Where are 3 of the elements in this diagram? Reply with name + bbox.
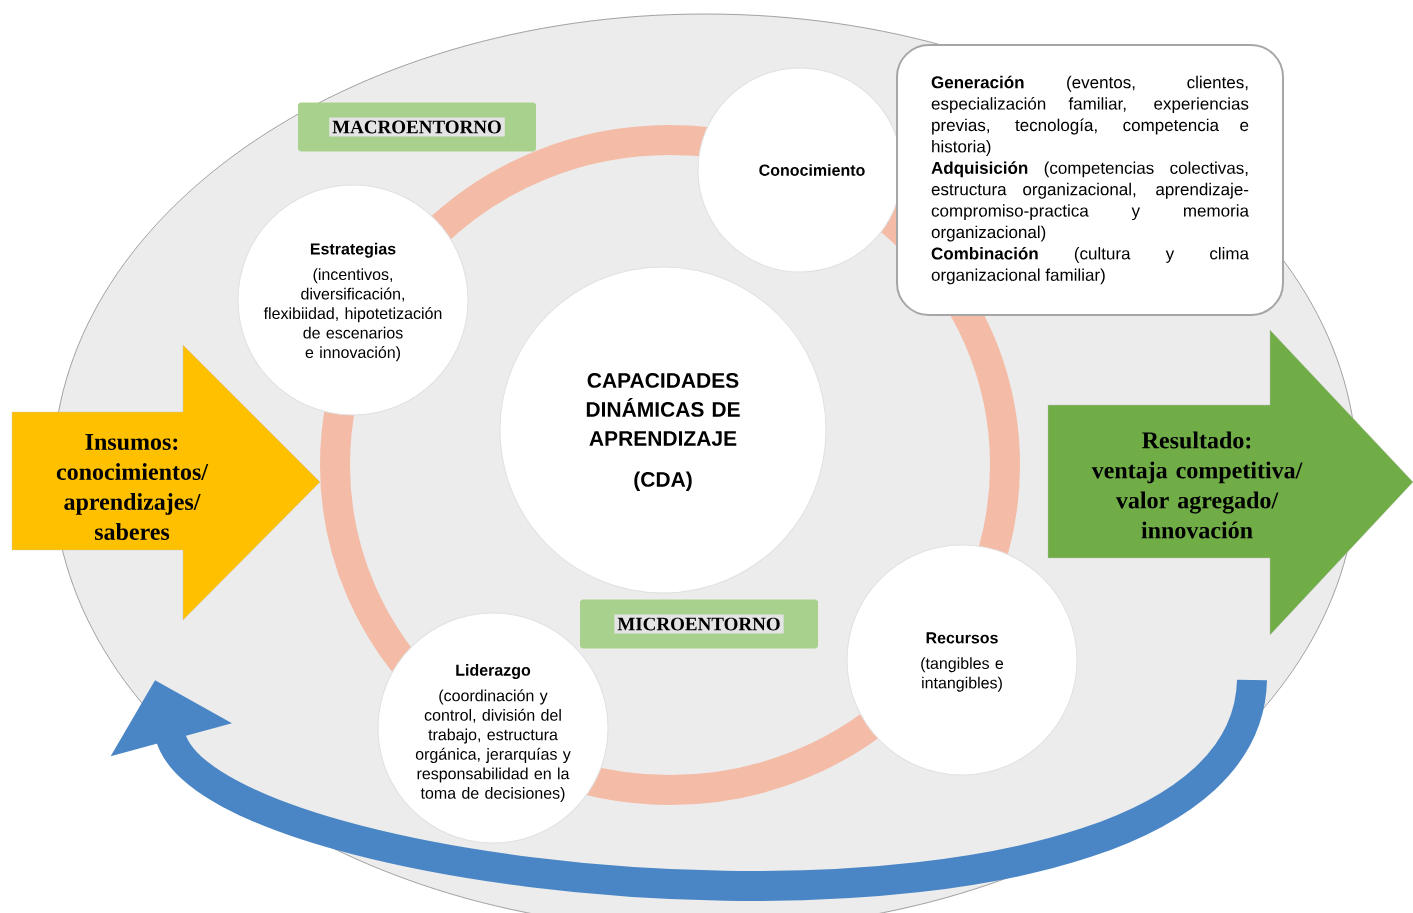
environment-tag: MACROENTORNO bbox=[298, 102, 536, 152]
environment-tag: MICROENTORNO bbox=[580, 599, 818, 649]
result-panel: Resultado: ventaja competitiva/ valor agregado/ innovación bbox=[1047, 329, 1413, 636]
